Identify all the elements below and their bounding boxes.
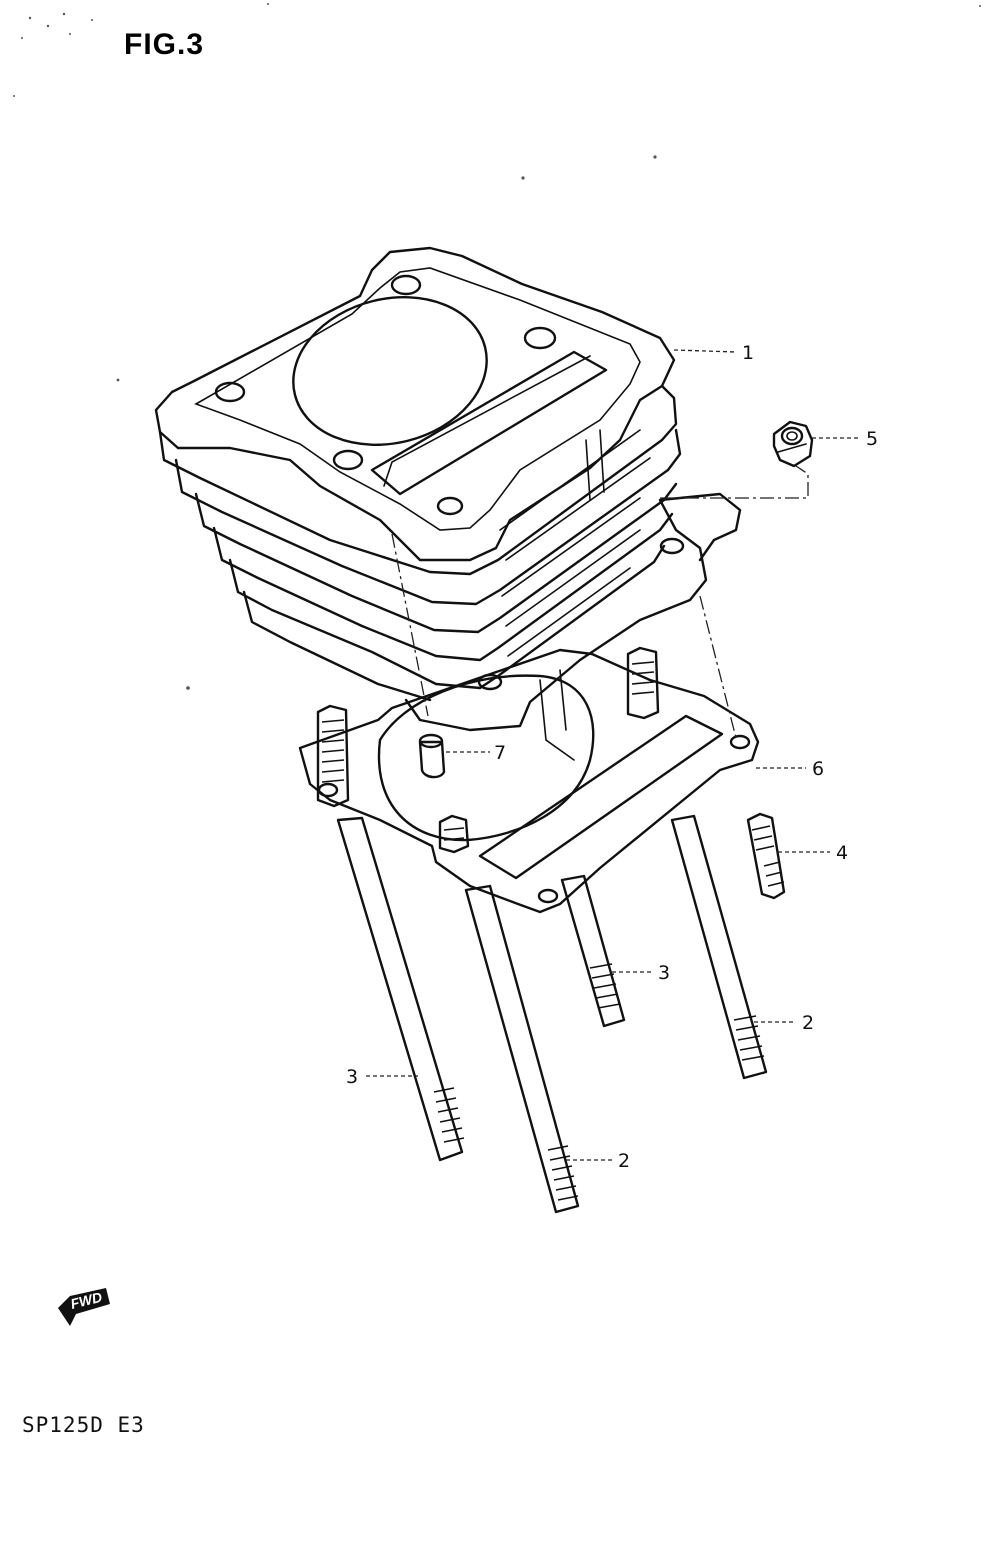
assembly-centerlines: [391, 465, 809, 739]
fwd-arrow-icon: FWD: [58, 1288, 110, 1326]
callout-4: 4: [836, 842, 848, 864]
callout-2-right-stud: 2: [802, 1012, 814, 1034]
fwd-label: FWD: [69, 1289, 104, 1312]
callout-3-short-stud: 3: [658, 962, 670, 984]
figure-title: FIG.3: [124, 28, 205, 61]
callout-3-left-stud: 3: [346, 1066, 358, 1088]
model-code-label: SP125D E3: [22, 1413, 145, 1437]
callout-5: 5: [866, 428, 878, 450]
scan-noise: [13, 3, 981, 690]
dowel-pin: [418, 733, 446, 779]
callout-leaders: [366, 349, 860, 1161]
callout-1: 1: [742, 342, 754, 364]
callout-2-front-stud: 2: [618, 1150, 630, 1172]
callout-6: 6: [812, 758, 824, 780]
stud: [746, 812, 786, 900]
cylinder-base-gasket: [298, 648, 760, 914]
cylinder-stud-short: [560, 874, 626, 1028]
nut: [772, 420, 814, 468]
cylinder-stud-long: [316, 646, 768, 1214]
callout-7: 7: [494, 742, 506, 764]
cylinder: [154, 246, 742, 761]
callout-numbers: 1 5 6 7 4 3 2 3 2: [346, 342, 878, 1172]
